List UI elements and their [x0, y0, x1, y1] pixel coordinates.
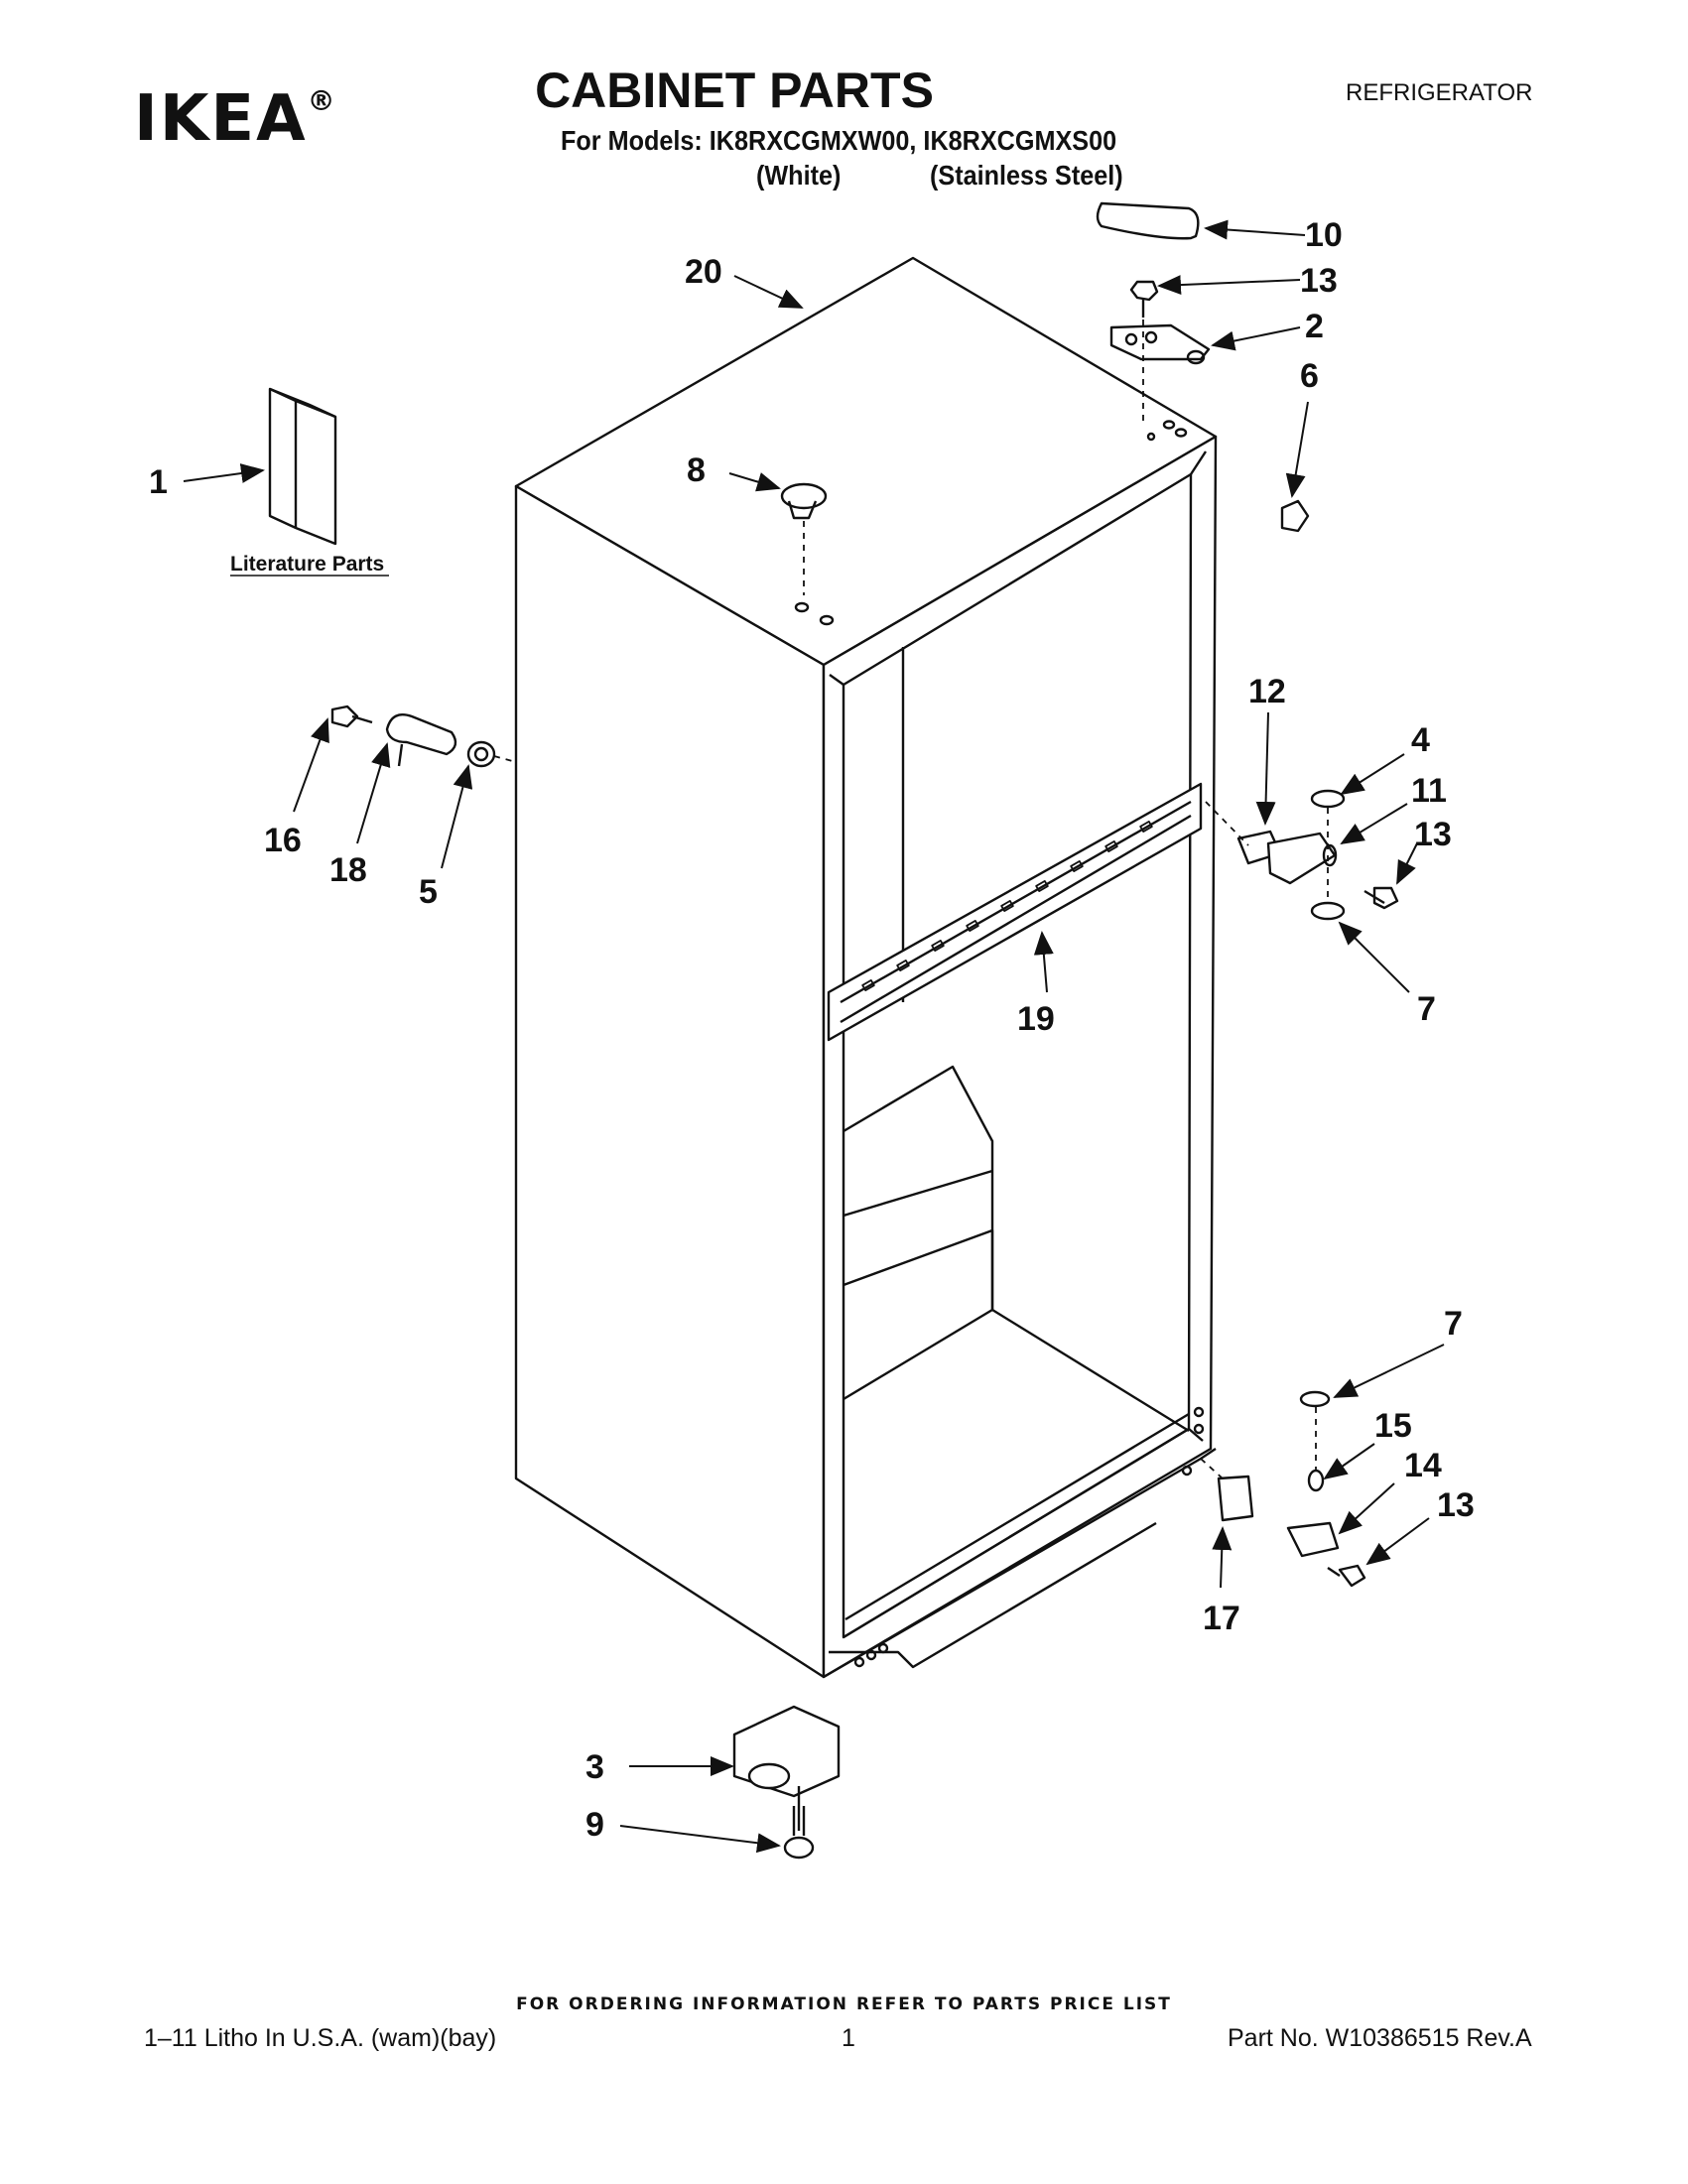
callout-11: 11 [1411, 772, 1447, 810]
ordering-note: FOR ORDERING INFORMATION REFER TO PARTS … [516, 1994, 1172, 2014]
category-label: REFRIGERATOR [1346, 79, 1533, 106]
callout-13a: 13 [1300, 262, 1338, 300]
callout-2: 2 [1305, 308, 1324, 345]
hinge-cap [1280, 499, 1310, 533]
callout-7b: 7 [1444, 1305, 1463, 1343]
top-hinge-cover [1096, 201, 1200, 240]
page-title: CABINET PARTS [535, 63, 934, 118]
exploded-parts-diagram: 1 Literature Parts 20 8 10 13 2 6 12 4 1… [149, 201, 1475, 1860]
color-stainless-label: (Stainless Steel) [930, 160, 1123, 191]
callout-9: 9 [585, 1806, 604, 1844]
literature-parts-label: Literature Parts [230, 553, 384, 576]
leveling-screw [783, 1806, 815, 1860]
callout-19: 19 [1017, 1000, 1055, 1038]
litho-line: 1–11 Litho In U.S.A. (wam)(bay) [144, 2024, 497, 2052]
roller-assembly [732, 1705, 841, 1831]
callout-7a: 7 [1417, 990, 1436, 1028]
callout-15: 15 [1374, 1407, 1412, 1445]
page-number: 1 [842, 2024, 855, 2052]
callout-10: 10 [1305, 216, 1343, 254]
literature-booklet [268, 387, 337, 546]
cabinet-body [514, 256, 1218, 1679]
callout-4: 4 [1411, 721, 1430, 759]
ikea-logo: IKEA® [134, 84, 337, 152]
callout-18: 18 [329, 851, 367, 889]
top-hinge [1109, 323, 1211, 365]
logo-text: IKEA [134, 82, 308, 156]
mullion-divider [827, 782, 1203, 1042]
callout-14: 14 [1404, 1447, 1442, 1484]
callout-6: 6 [1300, 357, 1319, 395]
callout-17: 17 [1203, 1600, 1240, 1637]
callout-20: 20 [685, 253, 722, 291]
center-hinge [1236, 789, 1399, 921]
callout-13b: 13 [1414, 816, 1452, 853]
plug-button [780, 482, 828, 520]
registered-mark-icon: ® [307, 84, 337, 117]
hinge-screw-top [1129, 280, 1159, 318]
callout-1: 1 [149, 463, 168, 501]
callout-5: 5 [419, 873, 438, 911]
callout-12: 12 [1248, 673, 1286, 710]
color-white-label: (White) [756, 160, 842, 191]
models-line: For Models: IK8RXCGMXW00, IK8RXCGMXS00 [561, 125, 1117, 156]
door-stop-assembly [330, 705, 496, 768]
callout-3: 3 [585, 1748, 604, 1786]
callout-13c: 13 [1437, 1486, 1475, 1524]
bottom-hinge-assembly [1217, 1390, 1366, 1588]
callout-8: 8 [687, 451, 706, 489]
callout-16: 16 [264, 822, 302, 859]
part-number: Part No. W10386515 Rev.A [1228, 2024, 1532, 2052]
